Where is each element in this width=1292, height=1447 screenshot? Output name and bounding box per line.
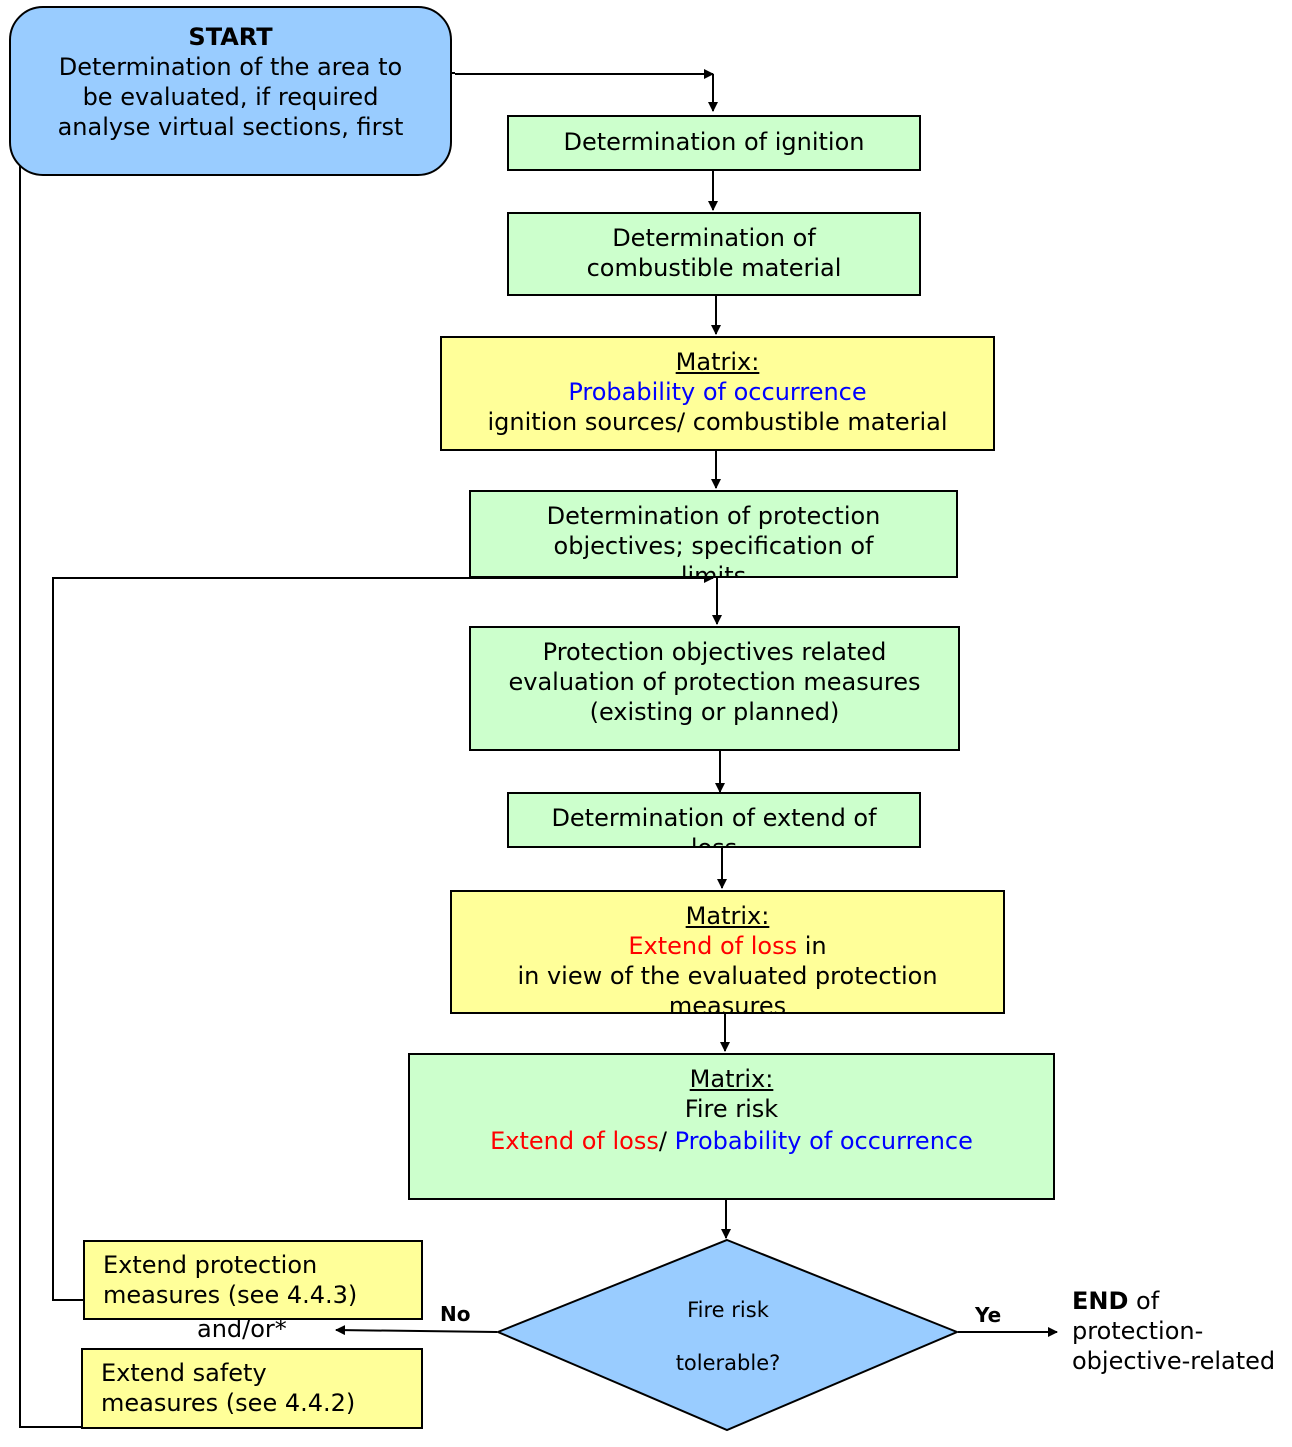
matrix2-heading: Matrix: [685,902,770,930]
safety-line-1: Extend safety [101,1359,267,1387]
matrix3-probability: Probability of occurrence [674,1127,973,1155]
decision-line-1: Fire risk [687,1298,769,1322]
ignition-box: Determination of ignition [507,115,921,171]
matrix2-suffix: in [797,932,827,960]
combustible-line-2: combustible material [586,254,842,282]
evaluation-line-1: Protection objectives related [542,638,887,666]
matrix2-line-2: measures [668,992,787,1014]
matrix3-sep: / [658,1127,675,1155]
loop-safety [19,72,455,1428]
loop-protection [52,573,714,1301]
objectives-line-3: limits [680,562,747,578]
protection-line-1: Extend protection [103,1251,318,1279]
safety-box: Extend safety measures (see 4.4.2) [81,1348,423,1429]
end-text: END of protection- objective-related [1072,1286,1287,1376]
safety-line-2: measures (see 4.4.2) [101,1389,356,1417]
start-line-3: analyse virtual sections, first [57,113,404,141]
decision-diamond [495,1238,960,1432]
start-line-2: be evaluated, if required [82,83,379,111]
matrix3-box: Matrix: Fire risk Extend of loss/ Probab… [408,1053,1055,1200]
evaluation-box: Protection objectives related evaluation… [469,626,960,751]
extend-box: Determination of extend of loss [507,792,921,848]
combustible-box: Determination of combustible material [507,212,921,296]
matrix2-row: Extend of loss in [628,931,826,961]
matrix1-box: Matrix: Probability of occurrence igniti… [440,336,995,451]
andor-label: and/or* [197,1315,287,1343]
combustible-line-1: Determination of [612,224,816,252]
start-line-1: Determination of the area to [58,53,403,81]
no-label: No [440,1302,471,1326]
matrix1-line: ignition sources/ combustible material [487,408,948,436]
protection-box: Extend protection measures (see 4.4.3) [83,1240,423,1320]
matrix3-fire-risk: Fire risk [684,1095,779,1123]
arrow-no-andor [335,1325,498,1336]
matrix3-heading: Matrix: [689,1065,774,1093]
matrix3-extend-of-loss: Extend of loss [490,1127,659,1155]
yes-label: Ye [975,1303,1002,1327]
extend-line-1: Determination of extend of [551,804,877,832]
evaluation-line-2: evaluation of protection measures [508,668,921,696]
objectives-box: Determination of protection objectives; … [469,490,958,578]
end-line-1: END of [1072,1286,1287,1316]
matrix1-heading: Matrix: [675,348,760,376]
matrix3-row: Extend of loss/ Probability of occurrenc… [490,1126,973,1156]
extend-line-2: loss [690,834,738,848]
evaluation-line-3: (existing or planned) [589,698,840,726]
start-title: START [188,23,273,51]
objectives-line-1: Determination of protection [546,502,881,530]
start-box: START Determination of the area to be ev… [9,6,452,176]
matrix1-probability: Probability of occurrence [568,378,867,406]
matrix2-line-1: in view of the evaluated protection [517,962,938,990]
matrix2-box: Matrix: Extend of loss in in view of the… [450,890,1005,1014]
end-rest: of [1128,1287,1160,1315]
ignition-line-1: Determination of ignition [563,128,865,156]
objectives-line-2: objectives; specification of [553,532,874,560]
decision-line-2: tolerable? [675,1351,781,1375]
matrix2-extend-of-loss: Extend of loss [628,932,798,960]
end-line-3: objective-related [1072,1347,1276,1375]
protection-line-2: measures (see 4.4.3) [103,1281,358,1309]
end-bold: END [1072,1287,1129,1315]
end-line-2: protection- [1072,1317,1204,1345]
